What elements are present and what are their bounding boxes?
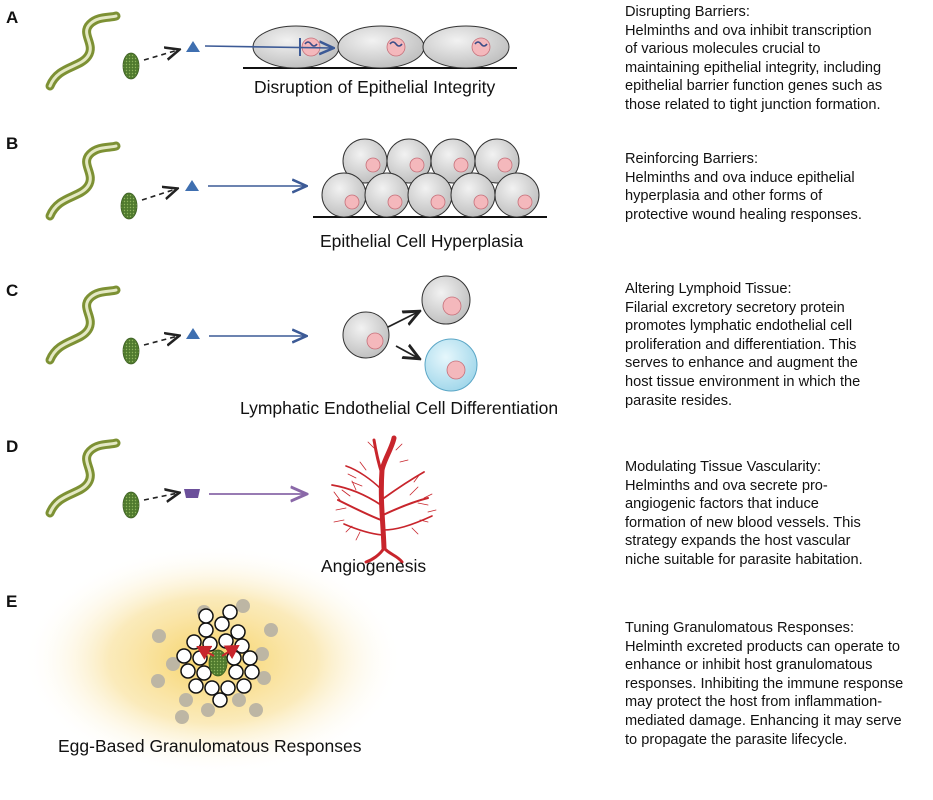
hyperplastic-epithelium — [321, 138, 540, 218]
recruited-cells — [151, 599, 278, 724]
secreted-factor-triangle-icon — [185, 180, 199, 191]
description-line: Helminths and ova induce epithelial — [625, 169, 855, 186]
ova-egg-icon — [122, 52, 140, 80]
description-line: of various molecules crucial to — [625, 41, 821, 58]
ova-egg-icon — [122, 491, 140, 519]
description-line: niche suitable for parasite habitation. — [625, 551, 863, 568]
epithelial-cell — [422, 25, 510, 69]
description-line: Filarial excretory secretory protein — [625, 299, 845, 316]
description-line: strategy expands the host vascular — [625, 533, 851, 550]
description-panel-a: Disrupting Barriers: Helminths and ova i… — [625, 3, 882, 115]
panel-b-artwork — [50, 138, 547, 220]
progenitor-cell — [342, 311, 390, 359]
description-line: enhance or inhibit host granulomatous — [625, 657, 873, 674]
description-panel-e: Tuning Granulomatous Responses: Helminth… — [625, 619, 903, 749]
pro-angiogenic-factor-icon — [184, 489, 200, 498]
dashed-arrow — [141, 189, 176, 201]
description-line: promotes lymphatic endothelial cell — [625, 318, 853, 335]
description-heading: Modulating Tissue Vascularity: — [625, 459, 822, 475]
blood-vessel-network — [331, 435, 437, 564]
description-panel-c: Altering Lymphoid Tissue: Filarial excre… — [625, 280, 860, 410]
ova-egg-icon — [122, 337, 140, 365]
description-line: mediated damage. Enhancing it may serve — [625, 712, 902, 729]
caption-panel-c: Lymphatic Endothelial Cell Differentiati… — [240, 398, 559, 418]
secretion-arrow — [196, 645, 215, 660]
dashed-arrow — [143, 493, 178, 500]
caption-panel-b: Epithelial Cell Hyperplasia — [320, 231, 524, 251]
description-line: to propagate the parasite lifecycle. — [625, 731, 848, 748]
panel-label-b: B — [6, 134, 19, 153]
dashed-arrow — [143, 50, 178, 61]
description-line: maintaining epithelial integrity, includ… — [625, 59, 882, 76]
description-heading: Tuning Granulomatous Responses: — [625, 620, 855, 636]
description-line: responses. Inhibiting the immune respons… — [625, 675, 904, 692]
description-line: proliferation and differentiation. This — [625, 336, 857, 353]
description-line: formation of new blood vessels. This — [625, 514, 861, 531]
secreted-factor-triangle-icon — [186, 328, 200, 339]
panel-label-a: A — [6, 8, 19, 27]
dashed-arrow — [143, 336, 178, 345]
description-line: Helminths and ova inhibit transcription — [625, 22, 872, 39]
description-line: host tissue environment in which the — [625, 373, 861, 390]
description-line: protective wound healing responses. — [625, 206, 862, 223]
description-line: may protect the host from inflammation- — [625, 694, 883, 711]
differentiation-arrow — [395, 346, 418, 358]
secreted-factor-triangle-icon — [186, 41, 200, 52]
panel-label-e: E — [6, 592, 18, 611]
description-line: serves to enhance and augment the — [625, 355, 858, 372]
description-line: those related to tight junction formatio… — [625, 96, 881, 113]
description-line: Helminths and ova secrete pro- — [625, 477, 828, 494]
helminth-worm-icon — [50, 443, 116, 513]
panel-label-c: C — [6, 281, 19, 300]
panel-a-artwork — [50, 16, 517, 86]
caption-panel-a: Disruption of Epithelial Integrity — [254, 77, 496, 97]
description-line: epithelial barrier function genes such a… — [625, 78, 883, 95]
panel-c-artwork — [50, 275, 478, 392]
helminth-worm-icon — [50, 290, 116, 360]
helminth-worm-icon — [50, 16, 116, 86]
differentiation-arrow — [387, 312, 418, 328]
caption-panel-d: Angiogenesis — [321, 556, 427, 576]
immune-cell-ring — [176, 604, 260, 708]
description-line: hyperplasia and other forms of — [625, 188, 823, 205]
description-line: angiogenic factors that induce — [625, 496, 819, 513]
description-line: Helminth excreted products can operate t… — [625, 638, 901, 655]
secretion-arrow — [221, 644, 240, 660]
panel-label-d: D — [6, 437, 19, 456]
panel-d-artwork — [50, 435, 437, 564]
panel-e-artwork — [23, 545, 403, 775]
description-heading: Reinforcing Barriers: — [625, 151, 759, 167]
ova-egg-icon — [120, 192, 138, 220]
description-line: parasite resides. — [625, 392, 733, 409]
helminth-worm-icon — [50, 146, 116, 216]
caption-panel-e: Egg-Based Granulomatous Responses — [58, 736, 362, 756]
description-heading: Altering Lymphoid Tissue: — [625, 281, 792, 297]
epithelial-cell — [337, 25, 425, 69]
description-panel-b: Reinforcing Barriers: Helminths and ova … — [625, 150, 862, 224]
description-heading: Disrupting Barriers: — [625, 4, 750, 20]
description-panel-d: Modulating Tissue Vascularity: Helminths… — [625, 458, 863, 570]
inhibition-arrow — [204, 46, 332, 48]
